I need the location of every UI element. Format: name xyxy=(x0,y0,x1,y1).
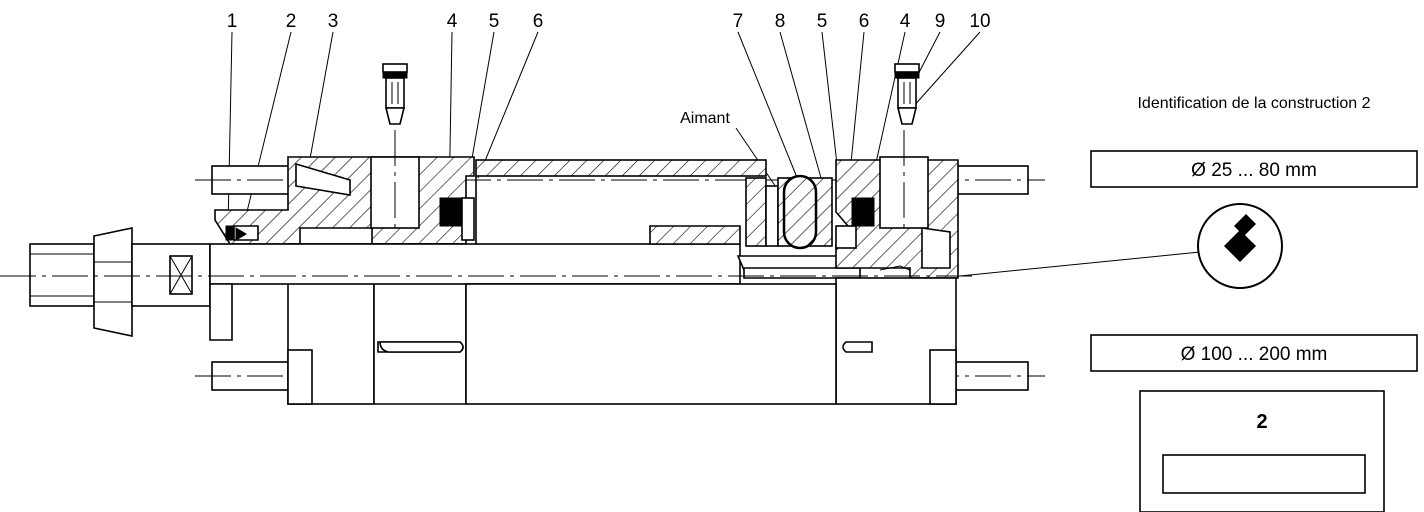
leader-line-5-right xyxy=(821,31,839,174)
rear-end-cap xyxy=(835,130,959,405)
construction-plate xyxy=(1139,390,1385,512)
part-number-5-right: 5 xyxy=(817,11,828,32)
range-small-label: Ø 25 ... 80 mm xyxy=(1191,160,1317,181)
rod-nut xyxy=(93,227,133,337)
callouts-left: 1 2 3 4 5 6 xyxy=(227,11,544,237)
piston-seal-left xyxy=(439,197,475,241)
part-number-7: 7 xyxy=(733,11,744,32)
part-number-4-right: 4 xyxy=(900,11,911,32)
part-number-3: 3 xyxy=(328,11,339,32)
diamond-mark-icon xyxy=(1224,214,1260,262)
range-small-box xyxy=(1090,150,1418,188)
part-number-10: 10 xyxy=(969,11,990,32)
leader-line-5-left xyxy=(469,31,495,171)
construction-number: 2 xyxy=(1256,411,1267,433)
identification-leader xyxy=(959,251,1201,277)
piston-seal-right xyxy=(851,197,875,227)
part-number-1: 1 xyxy=(227,11,238,32)
part-number-6-left: 6 xyxy=(533,11,544,32)
range-large-label: Ø 100 ... 200 mm xyxy=(1181,344,1328,365)
barrel-tube xyxy=(475,159,767,244)
barrel-exterior-lower xyxy=(379,283,837,405)
part-number-8: 8 xyxy=(775,11,786,32)
screw-left xyxy=(382,63,408,125)
leader-line-10 xyxy=(911,31,981,109)
leader-line-7 xyxy=(737,31,799,181)
screw-right xyxy=(894,63,920,125)
magnet-ring xyxy=(782,174,818,250)
magnet-label: Aimant xyxy=(680,110,730,127)
leader-line-6-left xyxy=(477,31,539,179)
part-number-6-right: 6 xyxy=(859,11,870,32)
rod-seal-left xyxy=(225,225,259,241)
piston xyxy=(649,174,861,279)
part-number-4-left: 4 xyxy=(447,11,458,32)
piston-rod xyxy=(29,227,741,341)
construction-plate-slot xyxy=(1162,454,1366,494)
part-number-5-left: 5 xyxy=(489,11,500,32)
identification-panel: Identification de la construction 2 Ø 25… xyxy=(1090,95,1418,512)
part-number-2: 2 xyxy=(286,11,297,32)
part-number-9: 9 xyxy=(935,11,946,32)
identification-title: Identification de la construction 2 xyxy=(1137,95,1370,112)
leader-line-1 xyxy=(227,31,233,229)
leader-line-2 xyxy=(242,31,292,229)
range-large-box xyxy=(1090,334,1418,372)
